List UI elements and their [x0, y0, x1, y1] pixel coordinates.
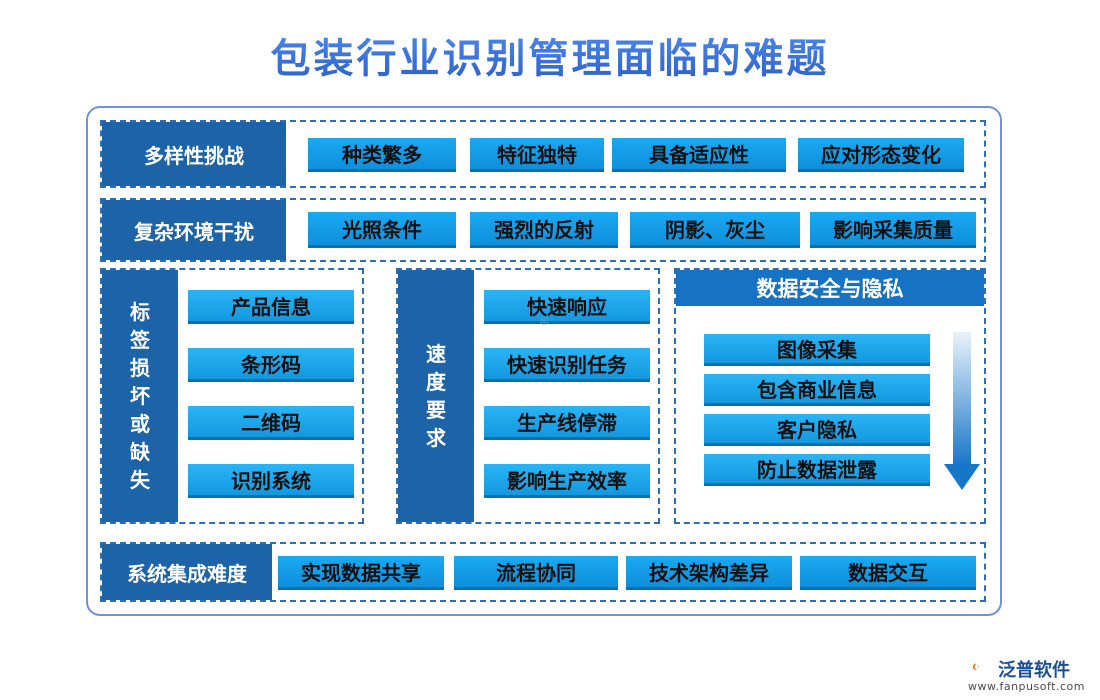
chip-speed-3: 生产线停滞 [484, 406, 650, 440]
chip-label-1: 产品信息 [188, 290, 354, 324]
chip-environment-4: 影响采集质量 [810, 212, 976, 248]
panel-speed: 速度要求 快速响应 快速识别任务 生产线停滞 影响生产效率 [396, 268, 660, 524]
brand-url: www.fanpusoft.com [968, 680, 1085, 693]
panel-label-damage: 标签损坏或缺失 产品信息 条形码 二维码 识别系统 [100, 268, 364, 524]
chip-diversity-4: 应对形态变化 [798, 138, 964, 172]
chip-label-4: 识别系统 [188, 464, 354, 498]
chip-environment-1: 光照条件 [308, 212, 456, 248]
chip-diversity-2: 特征独特 [470, 138, 604, 172]
chip-diversity-1: 种类繁多 [308, 138, 456, 172]
panel-diversity: 多样性挑战 种类繁多 特征独特 具备适应性 应对形态变化 [100, 120, 986, 188]
center-watermark-logo: ◎ [540, 316, 549, 327]
chip-diversity-3: 具备适应性 [612, 138, 786, 172]
brand-name: 泛普软件 [998, 660, 1070, 681]
chip-speed-2: 快速识别任务 [484, 348, 650, 382]
brand-logo-icon [972, 663, 979, 670]
chip-integration-3: 技术架构差异 [626, 556, 792, 590]
chip-security-1: 图像采集 [704, 334, 930, 366]
chip-integration-2: 流程协同 [454, 556, 618, 590]
page-title: 包装行业识别管理面临的难题 [0, 26, 1100, 84]
side-speed: 速度要求 [398, 270, 474, 522]
panel-environment: 复杂环境干扰 光照条件 强烈的反射 阴影、灰尘 影响采集质量 [100, 198, 986, 262]
chip-integration-4: 数据交互 [800, 556, 976, 590]
security-header: 数据安全与隐私 [676, 270, 984, 306]
outer-frame [86, 106, 1002, 616]
chip-speed-1: 快速响应 [484, 290, 650, 324]
side-label-damage: 标签损坏或缺失 [102, 270, 178, 522]
down-arrow-icon [944, 332, 980, 490]
side-label-diversity: 多样性挑战 [102, 122, 286, 186]
chip-security-3: 客户隐私 [704, 414, 930, 446]
side-label-integration: 系统集成难度 [102, 544, 272, 600]
chip-label-3: 二维码 [188, 406, 354, 440]
chip-environment-2: 强烈的反射 [470, 212, 618, 248]
chip-integration-1: 实现数据共享 [278, 556, 444, 590]
side-speed-text: 速度要求 [426, 342, 446, 450]
side-label-damage-text: 标签损坏或缺失 [130, 300, 150, 492]
side-label-environment: 复杂环境干扰 [102, 200, 286, 260]
panel-security: 数据安全与隐私 图像采集 包含商业信息 客户隐私 防止数据泄露 [674, 268, 986, 524]
panel-integration: 系统集成难度 实现数据共享 流程协同 技术架构差异 数据交互 [100, 542, 986, 602]
chip-speed-4: 影响生产效率 [484, 464, 650, 498]
chip-label-2: 条形码 [188, 348, 354, 382]
chip-environment-3: 阴影、灰尘 [630, 212, 800, 248]
chip-security-2: 包含商业信息 [704, 374, 930, 406]
chip-security-4: 防止数据泄露 [704, 454, 930, 486]
